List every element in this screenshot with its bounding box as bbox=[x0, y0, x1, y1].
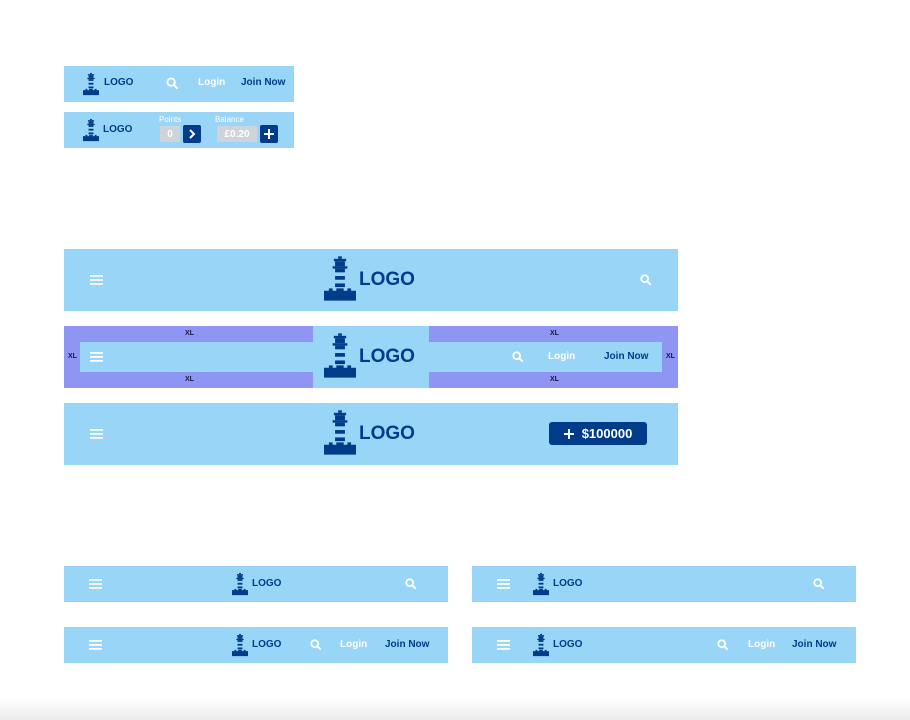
add-funds-button[interactable]: $100000 bbox=[549, 422, 647, 445]
logo-text: LOGO bbox=[553, 639, 583, 650]
logo-text: LOGO bbox=[252, 639, 282, 650]
join-now-link[interactable]: Join Now bbox=[604, 351, 649, 362]
lighthouse-icon bbox=[324, 333, 356, 378]
logo-text: LOGO bbox=[553, 578, 583, 589]
points-value: 0 bbox=[160, 126, 180, 142]
header-tablet-logged-out-left: LOGO Login Join Now bbox=[472, 627, 856, 663]
lighthouse-icon bbox=[83, 118, 99, 142]
login-link[interactable]: Login bbox=[340, 639, 368, 650]
plus-icon bbox=[563, 428, 574, 439]
hamburger-menu-icon[interactable] bbox=[89, 579, 102, 589]
header-tablet-logged-out: LOGO Login Join Now bbox=[64, 627, 448, 663]
login-link[interactable]: Login bbox=[198, 77, 226, 88]
logo-text: LOGO bbox=[104, 77, 134, 88]
join-now-link[interactable]: Join Now bbox=[792, 639, 837, 650]
header-desktop-guides: XL XL XL XL XL XL LOGO Login Join Now bbox=[64, 326, 678, 388]
header-desktop-logged-in: LOGO $100000 bbox=[64, 403, 678, 465]
login-link[interactable]: Login bbox=[748, 639, 776, 650]
lighthouse-icon bbox=[324, 410, 356, 455]
search-icon[interactable] bbox=[813, 578, 825, 590]
logo-text: LOGO bbox=[359, 423, 415, 444]
lighthouse-icon bbox=[83, 72, 99, 96]
logo-text: LOGO bbox=[359, 269, 415, 290]
search-icon[interactable] bbox=[640, 274, 652, 286]
search-icon[interactable] bbox=[717, 639, 729, 651]
xl-spacing-guide bbox=[80, 326, 313, 342]
logo-text: LOGO bbox=[359, 346, 415, 367]
bottom-edge-shadow bbox=[0, 698, 910, 720]
xl-spacing-guide bbox=[429, 326, 662, 342]
login-link[interactable]: Login bbox=[548, 351, 576, 362]
hamburger-menu-icon[interactable] bbox=[497, 579, 510, 589]
search-icon[interactable] bbox=[512, 351, 524, 363]
hamburger-menu-icon[interactable] bbox=[497, 640, 510, 650]
header-mobile-logged-out: LOGO Login Join Now bbox=[64, 66, 294, 102]
plus-icon bbox=[264, 129, 274, 139]
lighthouse-icon bbox=[324, 256, 356, 301]
header-desktop-logged-out: XL XL XL XL XL XL LOGO Login Join Now bbox=[64, 326, 678, 388]
points-next-button[interactable] bbox=[183, 125, 201, 143]
search-icon[interactable] bbox=[166, 77, 179, 90]
logo-text: LOGO bbox=[103, 124, 133, 135]
hamburger-menu-icon[interactable] bbox=[90, 352, 103, 362]
xl-label: XL bbox=[666, 353, 675, 360]
hamburger-menu-icon[interactable] bbox=[89, 640, 102, 650]
header-tablet-basic: LOGO bbox=[64, 566, 448, 602]
hamburger-menu-icon[interactable] bbox=[90, 275, 103, 285]
add-balance-button[interactable] bbox=[260, 125, 278, 143]
lighthouse-icon bbox=[232, 572, 248, 596]
join-now-link[interactable]: Join Now bbox=[385, 639, 430, 650]
chevron-right-icon bbox=[189, 129, 196, 139]
xl-spacing-guide bbox=[80, 372, 313, 388]
points-label: Points bbox=[159, 115, 182, 124]
lighthouse-icon bbox=[533, 572, 549, 596]
balance-value: £0.20 bbox=[217, 126, 257, 142]
lighthouse-icon bbox=[533, 633, 549, 657]
header-desktop-basic: LOGO bbox=[64, 249, 678, 311]
xl-label: XL bbox=[68, 353, 77, 360]
xl-label: XL bbox=[550, 330, 559, 337]
xl-label: XL bbox=[185, 330, 194, 337]
header-tablet-basic-left: LOGO bbox=[472, 566, 856, 602]
search-icon[interactable] bbox=[405, 578, 417, 590]
lighthouse-icon bbox=[232, 633, 248, 657]
xl-margin-guide bbox=[64, 326, 80, 388]
header-mobile-logged-in: LOGO Points 0 Balance £0.20 bbox=[64, 112, 294, 148]
join-now-link[interactable]: Join Now bbox=[241, 77, 286, 88]
xl-label: XL bbox=[550, 376, 559, 383]
logo-text: LOGO bbox=[252, 578, 282, 589]
xl-margin-guide bbox=[662, 326, 678, 388]
hamburger-menu-icon[interactable] bbox=[90, 429, 103, 439]
xl-spacing-guide bbox=[429, 372, 662, 388]
search-icon[interactable] bbox=[310, 639, 322, 651]
add-funds-amount: $100000 bbox=[581, 426, 633, 441]
balance-label: Balance bbox=[215, 115, 244, 124]
xl-label: XL bbox=[185, 376, 194, 383]
